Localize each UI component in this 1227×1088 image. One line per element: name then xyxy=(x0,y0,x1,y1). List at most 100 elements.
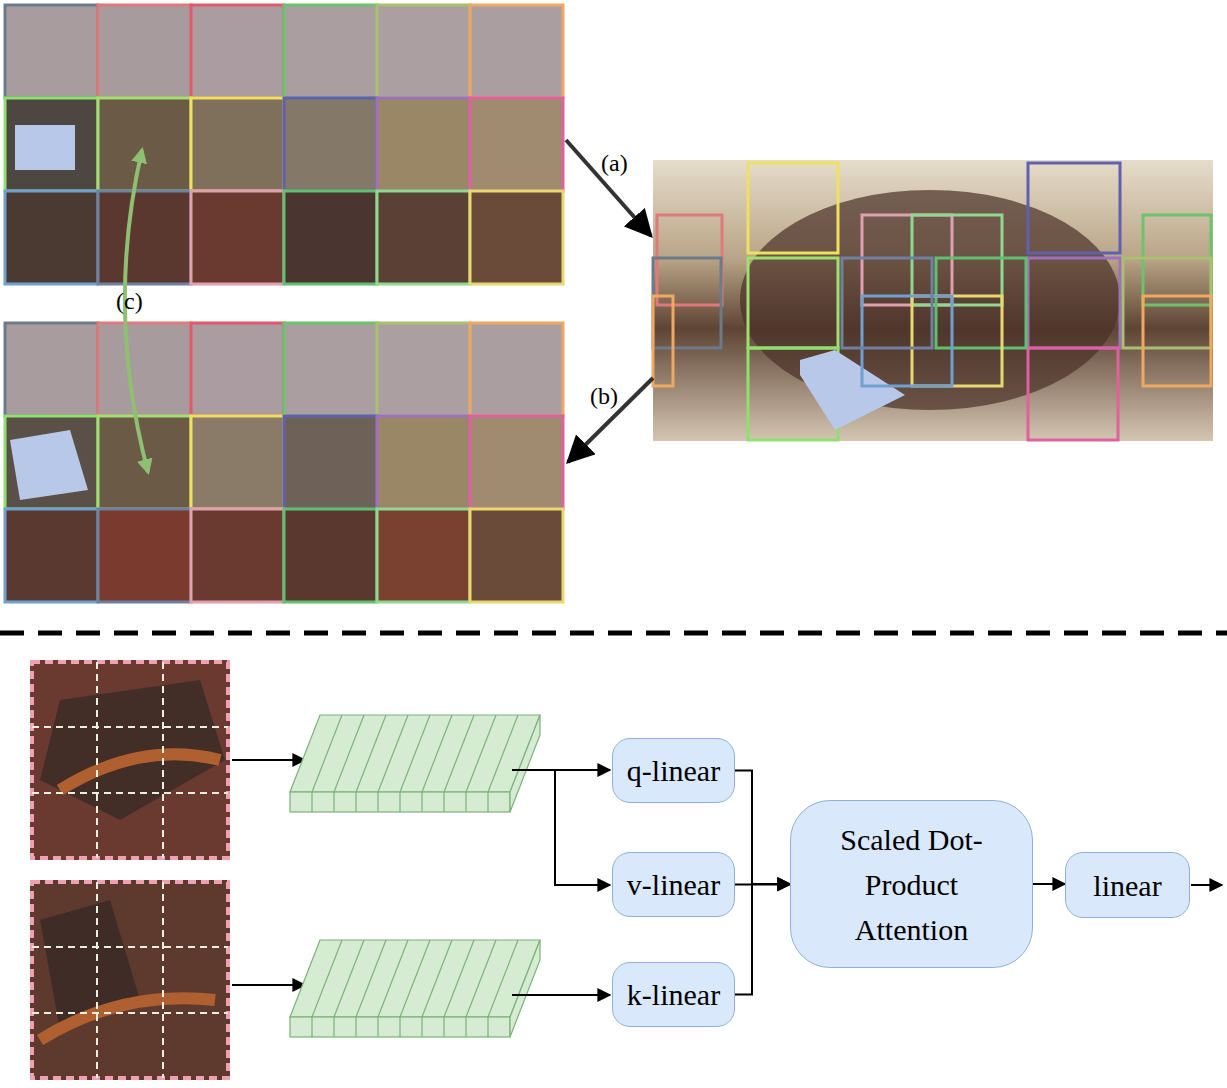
tile-grid xyxy=(5,5,563,284)
linear-box: linear xyxy=(1065,852,1190,918)
region xyxy=(862,296,952,386)
linear-box: q-linear xyxy=(612,738,735,803)
tile xyxy=(98,98,191,191)
tile xyxy=(5,98,98,191)
tile xyxy=(191,98,284,191)
node-text: Scaled Dot-Product Attention xyxy=(826,817,997,952)
tile xyxy=(98,5,191,98)
tile-grid xyxy=(5,323,563,602)
chair xyxy=(40,680,225,820)
panel-label: (a) xyxy=(601,150,628,177)
patch-image xyxy=(30,660,230,860)
region xyxy=(657,215,722,305)
panel-label: (b) xyxy=(590,383,618,410)
linear-box: v-linear xyxy=(612,852,735,917)
arrow xyxy=(232,759,305,761)
tile xyxy=(191,416,284,509)
output-arrow xyxy=(1191,884,1222,886)
tile xyxy=(377,191,470,284)
patch xyxy=(30,660,230,860)
tile xyxy=(284,191,377,284)
tile xyxy=(191,323,284,416)
tile xyxy=(284,509,377,602)
linear-box: k-linear xyxy=(612,962,735,1027)
patch-border xyxy=(32,662,228,858)
region xyxy=(1143,296,1211,386)
tensor-side xyxy=(510,940,540,1037)
tile xyxy=(284,416,377,509)
tile xyxy=(191,509,284,602)
panel-label: (c) xyxy=(116,288,143,315)
wire xyxy=(512,769,555,771)
tile xyxy=(470,416,563,509)
region xyxy=(912,296,1002,386)
region xyxy=(1143,215,1211,305)
panorama xyxy=(653,160,1213,441)
tv-screen xyxy=(15,125,75,170)
tensor-slices xyxy=(312,715,518,812)
tv-screen xyxy=(10,430,88,500)
panorama-image xyxy=(653,160,1213,441)
patch xyxy=(30,880,230,1080)
chair-arm xyxy=(60,754,220,790)
projection-arrow xyxy=(568,378,653,462)
projection-arrow xyxy=(566,140,651,236)
feature-tensor xyxy=(290,940,540,1037)
tile xyxy=(470,323,563,416)
attention-box: Scaled Dot-Product Attention xyxy=(790,800,1033,968)
chair-arm xyxy=(40,998,215,1040)
tensor-slices xyxy=(312,940,518,1037)
region xyxy=(1028,163,1120,253)
region xyxy=(653,258,721,348)
tile xyxy=(5,416,98,509)
region xyxy=(912,215,1002,305)
tile xyxy=(98,323,191,416)
floor xyxy=(740,190,1120,410)
region xyxy=(748,163,838,253)
region xyxy=(936,258,1026,348)
connector xyxy=(735,884,790,886)
region xyxy=(748,258,838,348)
patch-grid xyxy=(32,662,228,858)
tile xyxy=(284,98,377,191)
region xyxy=(862,215,952,305)
tile xyxy=(284,323,377,416)
patch-image xyxy=(30,880,230,1080)
feature-tensor xyxy=(290,715,540,812)
node-text: linear xyxy=(1093,863,1161,908)
connector xyxy=(1033,883,1065,885)
tile xyxy=(470,509,563,602)
tile xyxy=(470,5,563,98)
wire xyxy=(555,769,610,771)
node-text: q-linear xyxy=(627,748,720,793)
tensor-side xyxy=(510,715,540,812)
tile xyxy=(470,191,563,284)
node-text: v-linear xyxy=(627,862,720,907)
tile xyxy=(377,416,470,509)
tile xyxy=(191,191,284,284)
tile xyxy=(191,5,284,98)
tile xyxy=(5,323,98,416)
tile xyxy=(377,5,470,98)
patch-border xyxy=(32,882,228,1078)
region xyxy=(1123,258,1211,348)
patch-grid xyxy=(32,882,228,1078)
region xyxy=(842,258,932,348)
region xyxy=(653,296,673,386)
arrow xyxy=(232,984,305,986)
tv-screen xyxy=(800,350,905,430)
wire xyxy=(555,770,610,885)
tile xyxy=(5,5,98,98)
region xyxy=(1028,348,1118,440)
tile xyxy=(470,98,563,191)
connector xyxy=(735,771,790,885)
tile xyxy=(98,191,191,284)
wire xyxy=(512,994,610,996)
tile xyxy=(5,191,98,284)
connector xyxy=(735,884,790,995)
tile xyxy=(377,98,470,191)
tile xyxy=(377,509,470,602)
tile xyxy=(5,509,98,602)
tile xyxy=(284,5,377,98)
region xyxy=(1028,258,1120,348)
